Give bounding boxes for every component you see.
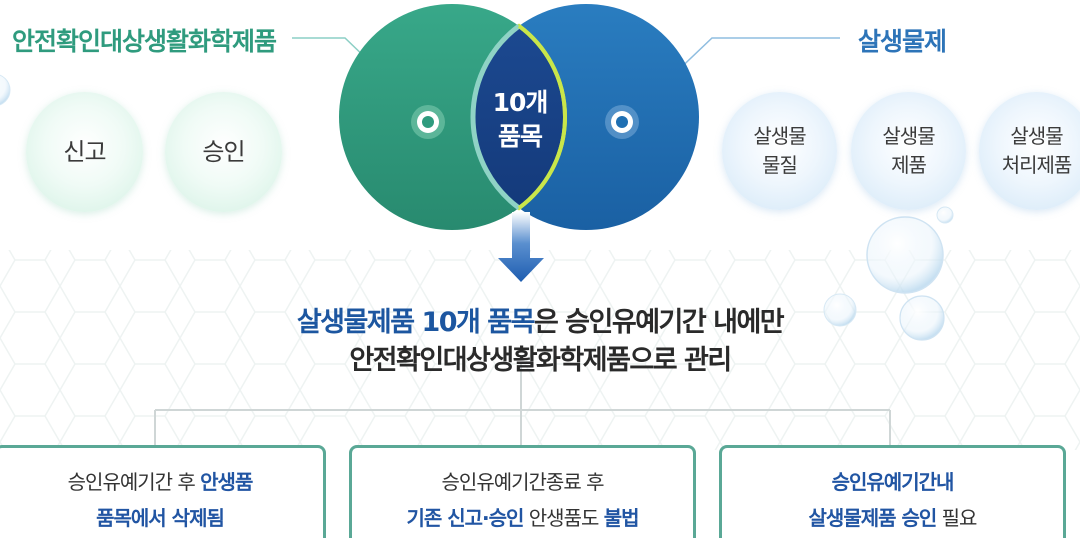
target-icon xyxy=(411,105,445,139)
decor-bubble xyxy=(866,216,944,294)
box-line1: 승인유예기간내 xyxy=(722,464,1063,500)
bubble-label-line2: 처리제품 xyxy=(1001,153,1073,177)
box-bold-text: 안생품 xyxy=(200,470,253,494)
outcome-box-3: 승인유예기간내 살생물제품 승인 필요 xyxy=(719,445,1066,538)
target-icon xyxy=(605,105,639,139)
decor-bubble xyxy=(823,293,857,327)
box-line2: 기존 신고·승인 안생품도 불법 xyxy=(352,500,693,536)
box-bold-text: 승인유예기간내 xyxy=(831,470,955,494)
decor-bubble xyxy=(899,295,945,341)
box-text: 승인유예기간 후 xyxy=(67,470,201,494)
box-line2: 품목에서 삭제됨 xyxy=(0,500,323,536)
box-bold-text: 기존 신고·승인 xyxy=(406,506,524,530)
box-line1: 승인유예기간종료 후 xyxy=(352,464,693,500)
box-text: 필요 xyxy=(936,506,978,530)
decor-bubble xyxy=(936,206,954,224)
intersection-label-line2: 품목 xyxy=(497,122,543,151)
box-bold-text: 살생물제품 승인 xyxy=(808,506,938,530)
headline-rest: 은 승인유예기간 내에만 xyxy=(533,307,785,338)
box-line2: 살생물제품 승인 필요 xyxy=(722,500,1063,536)
box-bold-text: 불법 xyxy=(603,506,640,530)
bubble-label-line1: 살생물 xyxy=(882,124,935,148)
intersection-label: 10개 품목 xyxy=(470,86,570,154)
decor-bubble xyxy=(0,74,11,106)
bubble-label-line2: 제품 xyxy=(891,153,927,177)
bubble-report: 신고 xyxy=(26,92,143,212)
arrow-down-icon xyxy=(498,212,544,282)
bubble-label-line1: 살생물 xyxy=(753,124,806,148)
box-bold-text: 품목에서 삭제됨 xyxy=(96,506,225,530)
headline-highlight: 살생물제품 10개 품목 xyxy=(296,307,536,338)
bubble-label-line1: 살생물 xyxy=(1010,124,1063,148)
intersection-outline-right xyxy=(517,24,568,210)
bubble-label: 신고 xyxy=(63,137,106,166)
box-text: 안생품도 xyxy=(523,506,604,530)
tree-drop-lines xyxy=(154,410,891,445)
box-text: 승인유예기간종료 후 xyxy=(441,470,605,494)
left-category-title: 안전확인대상생활화학제품 xyxy=(12,27,277,56)
intersection-label-line1: 10개 xyxy=(492,88,549,117)
intersection-outline-left xyxy=(470,23,521,211)
bubble-approval: 승인 xyxy=(165,92,282,212)
outcome-box-2: 승인유예기간종료 후 기존 신고·승인 안생품도 불법 xyxy=(349,445,696,538)
intersection-lens xyxy=(473,4,565,230)
bubble-label: 승인 xyxy=(202,137,245,166)
outcome-box-1: 승인유예기간 후 안생품 품목에서 삭제됨 xyxy=(0,445,326,538)
bubble-label-line2: 물질 xyxy=(762,153,798,177)
headline-line2: 안전확인대상생활화학제품으로 관리 xyxy=(349,345,732,376)
box-line1: 승인유예기간 후 안생품 xyxy=(0,464,323,500)
headline-line1: 살생물제품 10개 품목은 승인유예기간 내에만 xyxy=(0,300,1080,339)
right-category-title: 살생물제 xyxy=(858,27,947,56)
